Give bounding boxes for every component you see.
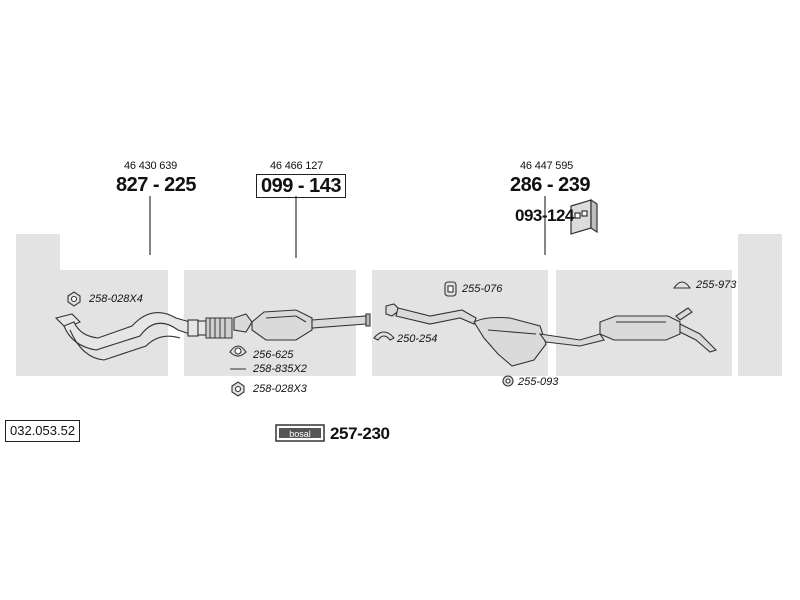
ring-mount-icon [502,375,514,387]
part-label: 255-973 [696,279,737,291]
diagram-reference: 032.053.52 [5,420,81,442]
part-label: 258-028X3 [253,383,307,395]
rubber-mount-icon [444,281,457,297]
rear-section [385,303,718,367]
hanger-icon [570,198,598,235]
mounting-kit-part: 257-230 [330,424,390,443]
leader-lines [149,196,546,258]
kit-box-icon: bosal [275,424,325,442]
part-label: 258-835X2 [253,363,307,375]
part-label: 256-625 [253,349,294,361]
clamp-icon [373,331,395,341]
oe-number: 46 430 639 [124,160,178,172]
hanger-mount-icon [672,281,692,289]
part-label: 258-028X4 [89,293,143,305]
part-number: 827 - 225 [116,174,197,196]
gasket-icon [229,345,247,357]
part-label: 250-254 [397,333,438,345]
hanger-part-number: 093-124 [515,206,574,225]
part-label: 255-093 [518,376,559,388]
front-pipe [54,312,207,361]
part-number-boxed: 099 - 143 [256,174,347,198]
catalytic-converter [233,309,371,341]
part-label: 255-076 [462,283,503,295]
kit-brand-text: bosal [289,429,311,439]
hex-nut-icon [231,381,245,397]
flex-pipe [205,317,233,339]
hex-nut-icon [67,291,81,307]
watermark-bosal [16,234,782,376]
part-number: 286 - 239 [510,174,591,196]
oe-number: 46 447 595 [520,160,574,172]
oe-number: 46 466 127 [270,160,324,172]
